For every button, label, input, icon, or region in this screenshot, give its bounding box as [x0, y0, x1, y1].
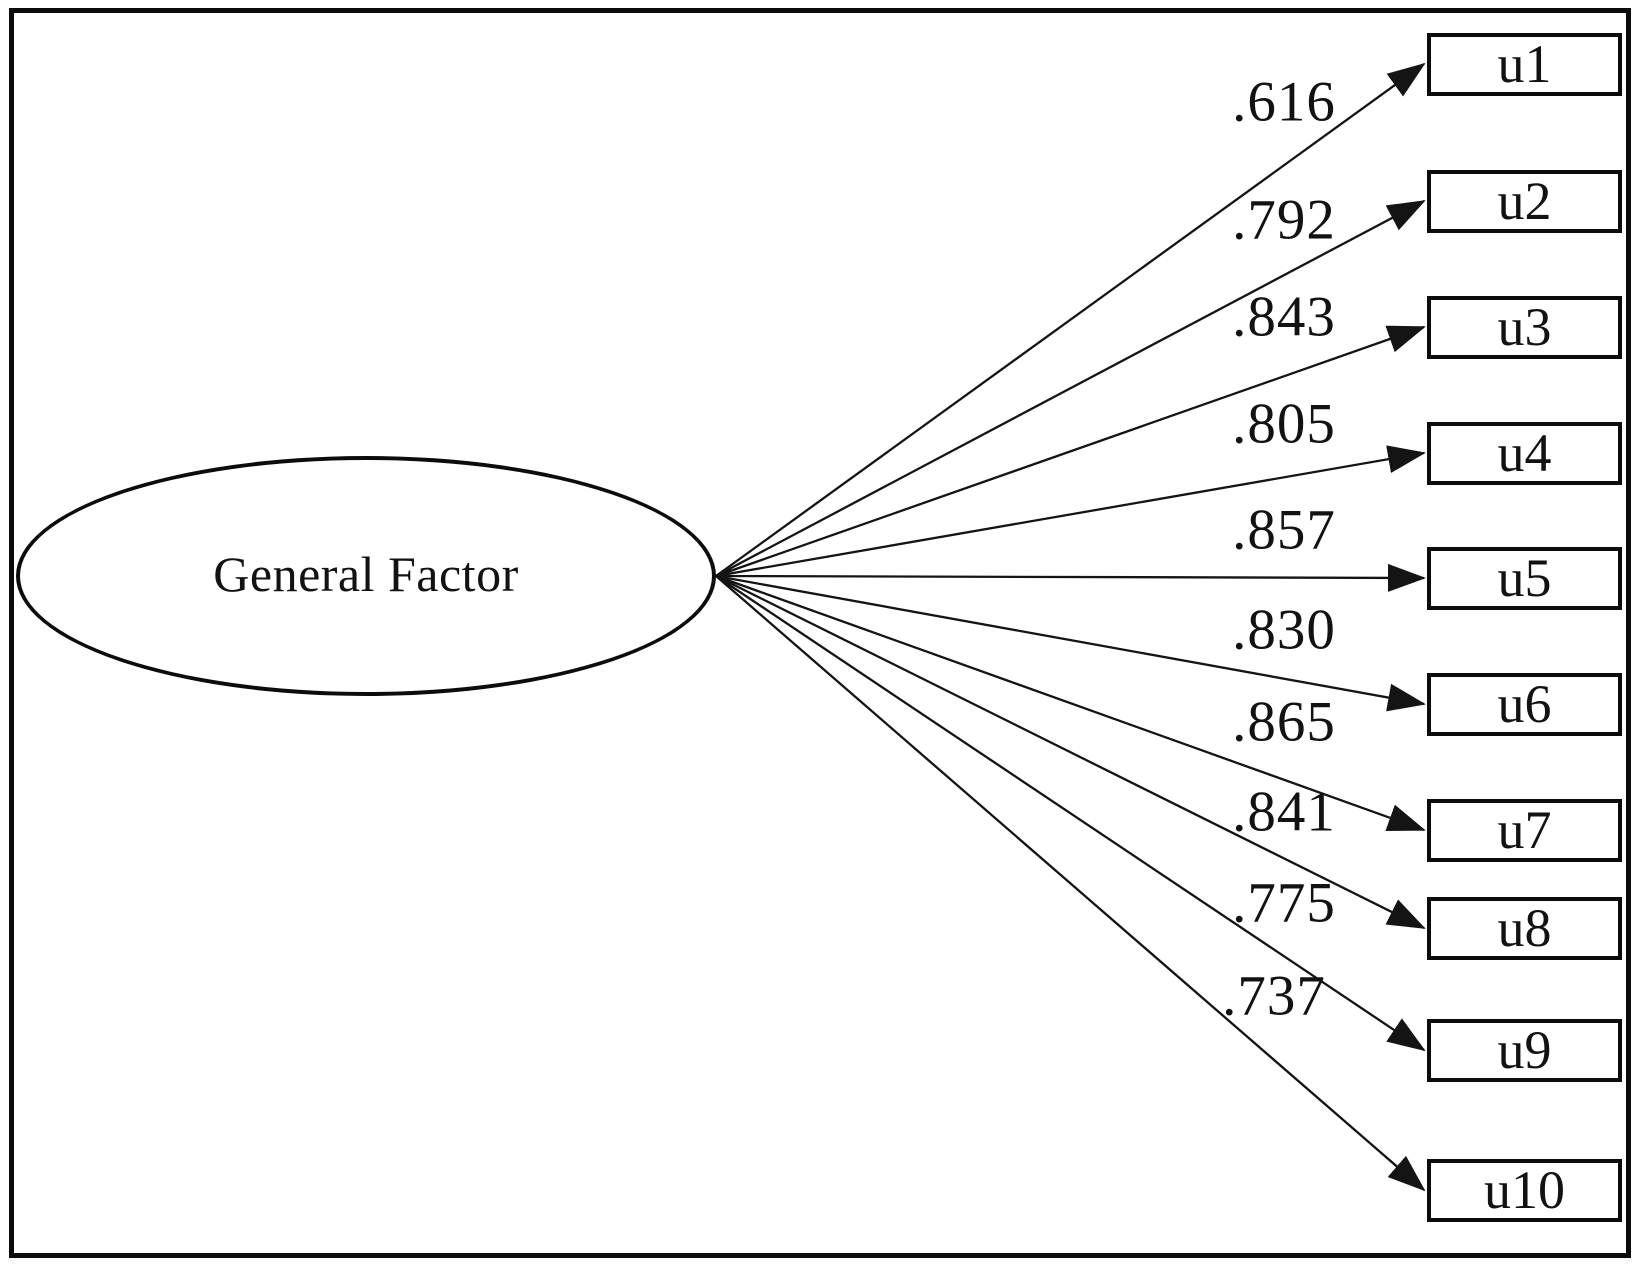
indicator-box-u7: u7 [1427, 799, 1622, 862]
diagram-border [9, 8, 1631, 1258]
loading-label-u6: .830 [1232, 598, 1336, 662]
loading-label-u10: .737 [1222, 964, 1326, 1028]
indicator-box-u5: u5 [1427, 547, 1622, 610]
loading-label-u2: .792 [1232, 188, 1336, 252]
indicator-label: u9 [1497, 1019, 1552, 1080]
path-arrow-u1 [715, 62, 1426, 577]
indicator-box-u10: u10 [1427, 1159, 1622, 1222]
path-arrow-u6 [715, 574, 1426, 712]
indicator-label: u4 [1497, 422, 1552, 483]
path-arrow-u3 [715, 325, 1426, 578]
path-arrow-u7 [715, 574, 1426, 832]
indicator-label: u2 [1497, 170, 1552, 231]
indicator-box-u4: u4 [1427, 422, 1622, 485]
indicator-box-u8: u8 [1427, 897, 1622, 960]
indicator-label: u7 [1497, 799, 1552, 860]
indicator-label: u6 [1497, 673, 1552, 734]
path-arrow-u9 [715, 575, 1426, 1052]
indicator-label: u3 [1497, 296, 1552, 357]
indicator-box-u2: u2 [1427, 170, 1622, 233]
indicator-label: u5 [1497, 547, 1552, 608]
loading-label-u4: .805 [1232, 392, 1336, 456]
path-arrow-u10 [715, 575, 1426, 1192]
loading-label-u9: .775 [1232, 871, 1336, 935]
indicator-box-u1: u1 [1427, 33, 1622, 96]
path-arrow-u4 [715, 445, 1426, 578]
loading-label-u1: .616 [1232, 70, 1336, 134]
loading-label-u7: .865 [1232, 690, 1336, 754]
path-arrow-u8 [715, 574, 1426, 930]
indicator-box-u9: u9 [1427, 1019, 1622, 1082]
indicator-label: u10 [1484, 1159, 1565, 1220]
path-arrow-u2 [715, 199, 1426, 578]
latent-factor-ellipse: General Factor [16, 456, 716, 696]
latent-factor-label: General Factor [213, 546, 519, 602]
indicator-box-u6: u6 [1427, 673, 1622, 736]
path-arrow-u5 [715, 563, 1426, 592]
loading-label-u5: .857 [1232, 498, 1336, 562]
indicator-label: u1 [1497, 33, 1552, 94]
loading-label-u8: .841 [1232, 780, 1336, 844]
indicator-box-u3: u3 [1427, 296, 1622, 359]
loading-label-u3: .843 [1232, 285, 1336, 349]
indicator-label: u8 [1497, 897, 1552, 958]
